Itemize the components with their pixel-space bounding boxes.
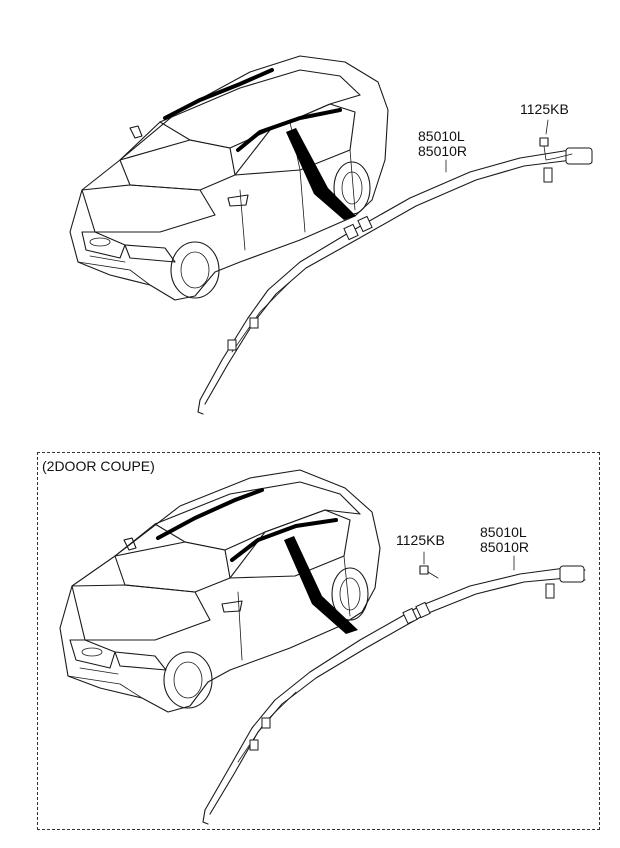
coupe-car-drawing <box>59 469 381 713</box>
coupe-part-label-right: 85010R <box>480 539 530 555</box>
coupe-section-frame <box>37 452 600 830</box>
sedan-airbag-part <box>197 119 593 415</box>
top-part-label-right: 85010R <box>418 143 468 159</box>
coupe-airbag-part <box>202 551 586 825</box>
coupe-part-label-left: 85010L <box>480 524 527 540</box>
coupe-bolt-label: 1125KB <box>396 532 445 548</box>
top-part-label-left: 85010L <box>418 128 465 144</box>
sedan-car-drawing <box>69 55 389 301</box>
coupe-section-title: (2DOOR COUPE) <box>42 458 155 474</box>
top-bolt-label: 1125KB <box>520 101 569 117</box>
